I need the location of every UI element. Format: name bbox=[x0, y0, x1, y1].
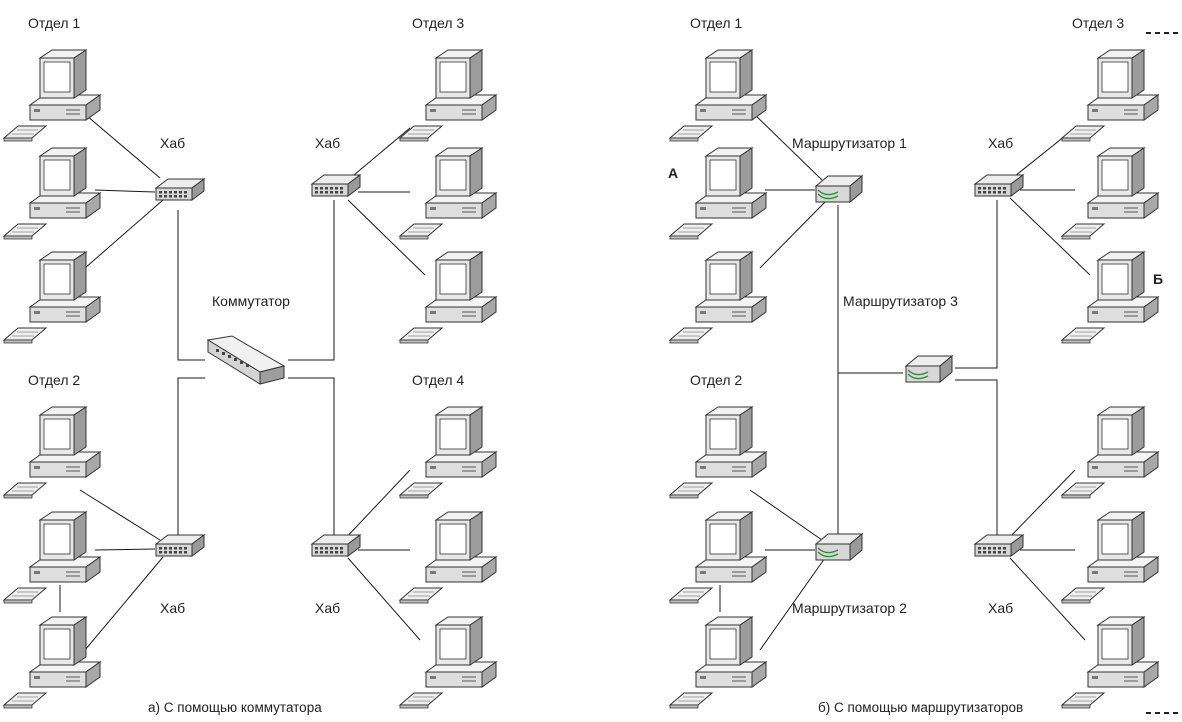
dept2-label: Отдел 2 bbox=[690, 372, 742, 388]
switch-label: Коммутатор bbox=[212, 293, 290, 309]
hub-icon bbox=[311, 174, 361, 197]
computer-icon bbox=[399, 406, 497, 499]
right-links bbox=[719, 109, 1091, 651]
router-icon bbox=[905, 355, 953, 383]
hub-icon bbox=[974, 174, 1024, 197]
node-a-label: А bbox=[668, 165, 678, 181]
computer-icon bbox=[669, 511, 767, 604]
computer-icon bbox=[399, 511, 497, 604]
computer-icon bbox=[3, 511, 101, 604]
computer-icon bbox=[669, 251, 767, 344]
switch-icon bbox=[207, 335, 285, 385]
dept4-label: Отдел 4 bbox=[412, 372, 464, 388]
computer-icon bbox=[3, 49, 101, 142]
dept1-label: Отдел 1 bbox=[690, 15, 742, 31]
hub-icon bbox=[974, 534, 1024, 557]
hub-label: Хаб bbox=[315, 135, 340, 151]
computer-icon bbox=[669, 406, 767, 499]
left-links bbox=[59, 109, 426, 651]
computer-icon bbox=[669, 147, 767, 240]
router3-label: Маршрутизатор 3 bbox=[843, 293, 958, 309]
hub-icon bbox=[155, 534, 205, 557]
computer-icon bbox=[399, 147, 497, 240]
computer-icon bbox=[1061, 406, 1159, 499]
computer-icon bbox=[399, 251, 497, 344]
dept3-label: Отдел 3 bbox=[1072, 15, 1124, 31]
computer-icon bbox=[3, 406, 101, 499]
node-b-label: Б bbox=[1153, 271, 1163, 287]
hub-icon bbox=[155, 178, 205, 201]
right-devices bbox=[669, 49, 1159, 709]
left-caption: а) С помощью коммутатора bbox=[148, 700, 322, 715]
left-labels: Отдел 1 Отдел 3 Отдел 2 Отдел 4 Хаб Хаб … bbox=[28, 15, 464, 715]
hub-label: Хаб bbox=[988, 600, 1013, 616]
hub-icon bbox=[311, 534, 361, 557]
right-labels: Отдел 1 Отдел 3 Отдел 2 Маршрутизатор 1 … bbox=[668, 15, 1163, 715]
computer-icon bbox=[3, 147, 101, 240]
hub-label: Хаб bbox=[315, 600, 340, 616]
computer-icon bbox=[669, 616, 767, 709]
dept2-label: Отдел 2 bbox=[28, 372, 80, 388]
router-icon bbox=[815, 175, 863, 203]
computer-icon bbox=[1061, 251, 1159, 344]
computer-icon bbox=[1061, 511, 1159, 604]
continuation-marks bbox=[1146, 32, 1182, 714]
hub-label: Хаб bbox=[988, 135, 1013, 151]
computer-icon bbox=[1061, 147, 1159, 240]
computer-icon bbox=[1061, 49, 1159, 142]
computer-icon bbox=[399, 49, 497, 142]
router-icon bbox=[815, 533, 863, 561]
computer-icon bbox=[3, 616, 101, 709]
computer-icon bbox=[669, 49, 767, 142]
dept1-label: Отдел 1 bbox=[28, 15, 80, 31]
right-caption: б) С помощью маршрутизаторов bbox=[818, 700, 1023, 715]
dept3-label: Отдел 3 bbox=[412, 15, 464, 31]
computer-icon bbox=[399, 616, 497, 709]
hub-label: Хаб bbox=[160, 135, 185, 151]
router1-label: Маршрутизатор 1 bbox=[792, 135, 907, 151]
hub-label: Хаб bbox=[160, 600, 185, 616]
router2-label: Маршрутизатор 2 bbox=[792, 600, 907, 616]
computer-icon bbox=[3, 251, 101, 344]
